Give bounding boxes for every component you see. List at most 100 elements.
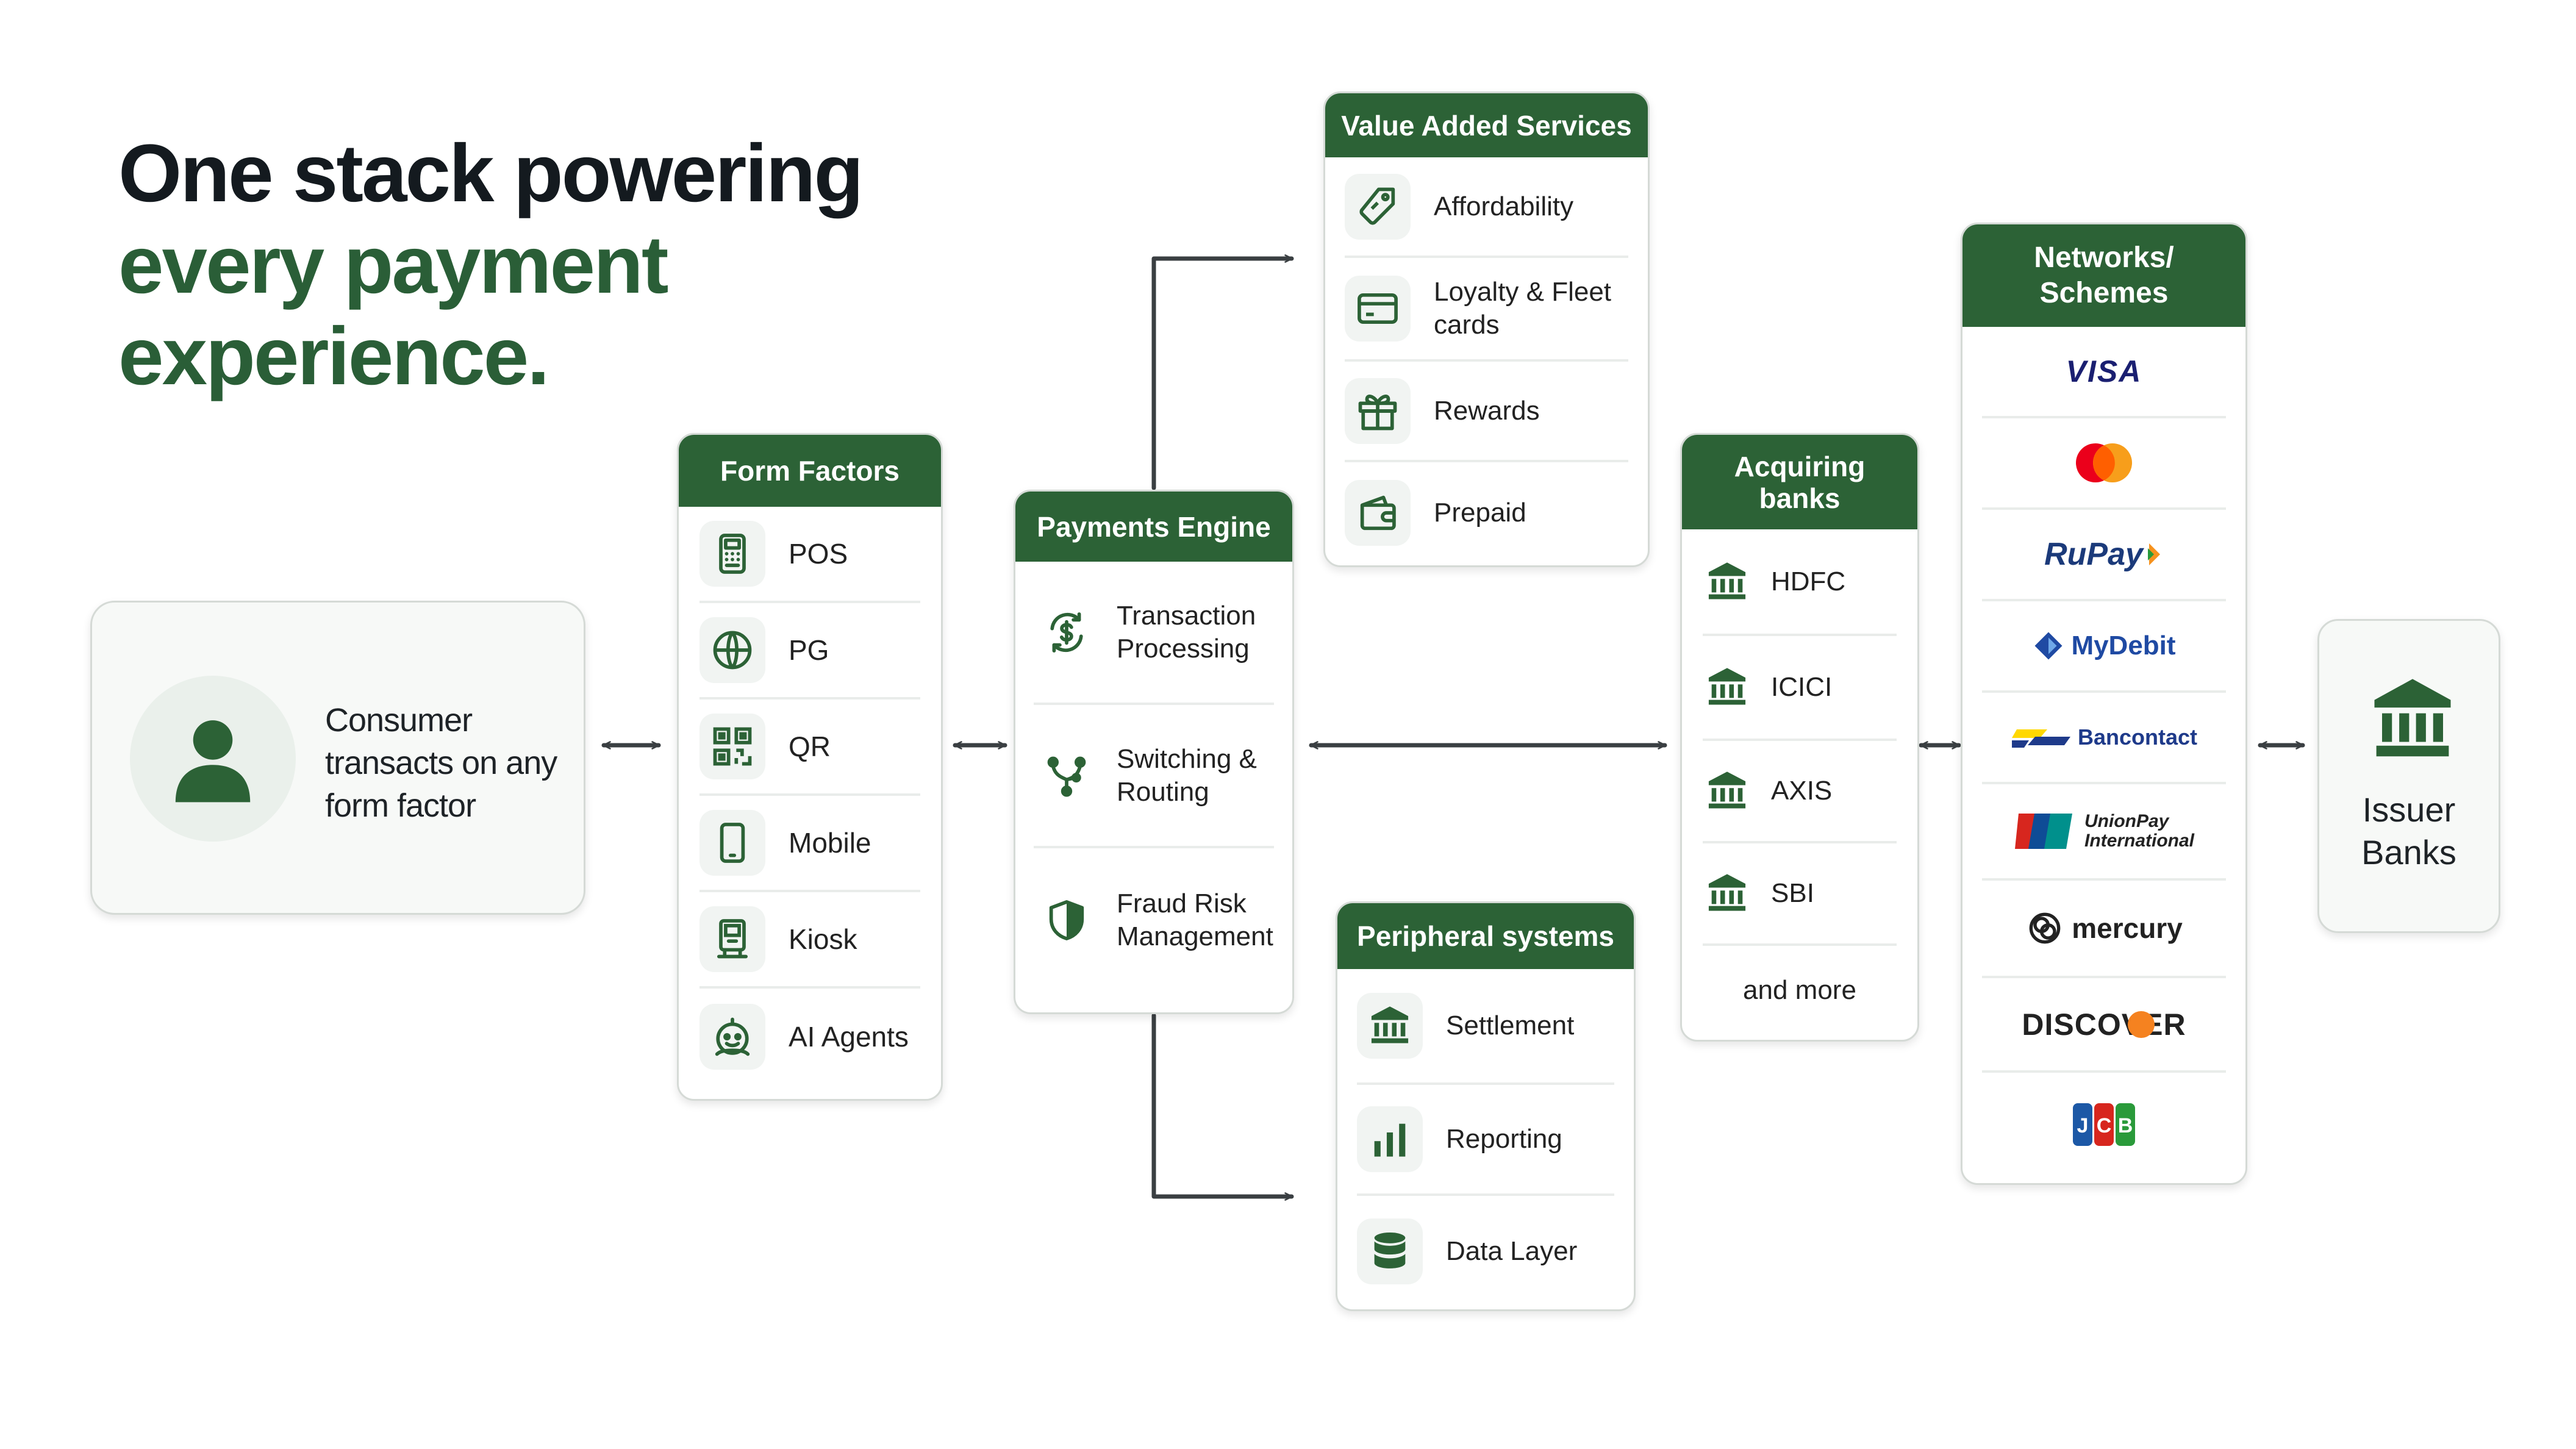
bank-icon <box>2374 679 2451 757</box>
arrow-engine-valueadded <box>1151 254 1294 490</box>
bancontact-logo: Bancontact <box>2077 724 2198 750</box>
database-icon <box>1357 1218 1423 1284</box>
list-item-label: SBI <box>1771 878 1814 908</box>
and-more-label: and more <box>1743 975 1856 1005</box>
list-item-icici: ICICI <box>1703 636 1897 741</box>
gift-icon <box>1345 377 1411 444</box>
visa-logo: VISA <box>2066 354 2142 388</box>
qr-code-icon <box>699 714 765 779</box>
discover-logo: DISCOVER <box>2022 1007 2186 1042</box>
rupay-logo: RuPay <box>2044 537 2143 572</box>
issuer-banks-label: Issuer Banks <box>2361 790 2456 871</box>
bank-icon <box>1703 654 1751 720</box>
list-item-label: Data Layer <box>1446 1236 1578 1266</box>
network-jcb: J C B <box>1982 1073 2226 1176</box>
unionpay-logo: UnionPay International <box>2084 811 2195 851</box>
headline-line-1: One stack powering <box>118 128 864 219</box>
list-item-label: AI Agents <box>789 1021 909 1053</box>
consumer-card: Consumer transacts on any form factor <box>90 601 585 915</box>
list-item-label: QR <box>789 731 831 762</box>
list-item-reporting: Reporting <box>1357 1085 1614 1196</box>
mastercard-logo <box>2076 443 2132 482</box>
list-item-ai-agents: AI Agents <box>699 989 920 1085</box>
robot-icon <box>699 1004 765 1070</box>
list-item-loyalty: Loyalty & Fleet cards <box>1345 258 1628 362</box>
bank-icon <box>1703 758 1751 824</box>
headline-line-3: experience. <box>118 311 549 402</box>
network-unionpay: UnionPay International <box>1982 784 2226 881</box>
headline: One stack powering every payment experie… <box>118 128 864 402</box>
list-item-switching-routing: Switching & Routing <box>1034 705 1274 848</box>
mydebit-logo: MyDebit <box>2071 631 2176 660</box>
consumer-text: Consumer transacts on any form factor <box>325 702 557 824</box>
network-visa: VISA <box>1982 327 2226 418</box>
rupay-chevron-icon <box>2147 543 2160 565</box>
list-item-label: Mobile <box>789 827 871 859</box>
bank-icon <box>1703 860 1751 926</box>
user-icon <box>130 676 296 842</box>
list-item-hdfc: HDFC <box>1703 529 1897 636</box>
mercury-logo: mercury <box>2072 912 2183 944</box>
mydebit-logo-mark <box>2034 632 2063 660</box>
list-item-label: PG <box>789 634 829 666</box>
jcb-logo: J C B <box>2073 1103 2135 1146</box>
pos-terminal-icon <box>699 521 765 587</box>
value-added-title: Value Added Services <box>1325 93 1648 157</box>
network-rupay: RuPay <box>1982 510 2226 601</box>
list-item-pg: PG <box>699 603 920 699</box>
bank-icon <box>1357 993 1423 1059</box>
list-item-affordability: Affordability <box>1345 157 1628 258</box>
networks-schemes-card: Networks/ Schemes VISA RuPay <box>1961 223 2247 1185</box>
peripheral-title: Peripheral systems <box>1337 903 1634 969</box>
list-item-transaction-processing: Transaction Processing <box>1034 562 1274 705</box>
discover-dot-icon <box>2128 1011 2155 1038</box>
headline-line-2: every payment <box>118 220 669 310</box>
list-item-label: Settlement <box>1446 1011 1575 1040</box>
list-item-pos: POS <box>699 507 920 603</box>
dollar-cycle-icon <box>1034 599 1100 665</box>
network-mastercard <box>1982 418 2226 510</box>
acquiring-title: Acquiring banks <box>1682 435 1917 529</box>
list-item-label: Reporting <box>1446 1124 1562 1154</box>
list-item-prepaid: Prepaid <box>1345 462 1628 563</box>
list-item-label: Transaction Processing <box>1117 600 1256 664</box>
list-item-label: Rewards <box>1434 395 1540 426</box>
network-discover: DISCOVER <box>1982 978 2226 1073</box>
network-mercury: mercury <box>1982 881 2226 978</box>
list-item-kiosk: Kiosk <box>699 892 920 989</box>
list-item-settlement: Settlement <box>1357 969 1614 1085</box>
tag-icon <box>1345 173 1411 240</box>
list-item-data-layer: Data Layer <box>1357 1196 1614 1307</box>
bank-icon <box>1703 549 1751 615</box>
list-item-label: POS <box>789 538 848 570</box>
network-bancontact: Bancontact <box>1982 693 2226 784</box>
payments-engine-card: Payments Engine Transaction Processing S… <box>1014 490 1294 1014</box>
list-item-qr: QR <box>699 699 920 796</box>
unionpay-logo-mark <box>2015 814 2072 849</box>
acquiring-banks-card: Acquiring banks HDFC ICICI AXIS <box>1680 433 1919 1042</box>
list-item-mobile: Mobile <box>699 796 920 892</box>
list-item-axis: AXIS <box>1703 741 1897 843</box>
value-added-services-card: Value Added Services Affordability Loyal… <box>1323 91 1650 567</box>
mobile-icon <box>699 810 765 876</box>
payments-engine-title: Payments Engine <box>1015 492 1292 562</box>
list-item-label: Fraud Risk Management <box>1117 888 1273 951</box>
bancontact-logo-mark <box>2011 729 2070 748</box>
globe-icon <box>699 617 765 683</box>
network-mydebit: MyDebit <box>1982 601 2226 693</box>
bar-chart-icon <box>1357 1106 1423 1172</box>
peripheral-systems-card: Peripheral systems Settlement Reporting … <box>1336 901 1636 1311</box>
card-icon <box>1345 276 1411 342</box>
svg-text:J: J <box>2077 1114 2089 1137</box>
routing-icon <box>1034 743 1100 809</box>
list-item-sbi: SBI <box>1703 843 1897 946</box>
list-item-label: Kiosk <box>789 923 857 955</box>
svg-text:C: C <box>2097 1114 2112 1137</box>
mercury-logo-mark <box>2029 912 2061 944</box>
list-item-label: Loyalty & Fleet cards <box>1434 277 1612 340</box>
svg-text:B: B <box>2118 1114 2133 1137</box>
list-item-rewards: Rewards <box>1345 362 1628 462</box>
wallet-icon <box>1345 479 1411 546</box>
kiosk-icon <box>699 906 765 972</box>
